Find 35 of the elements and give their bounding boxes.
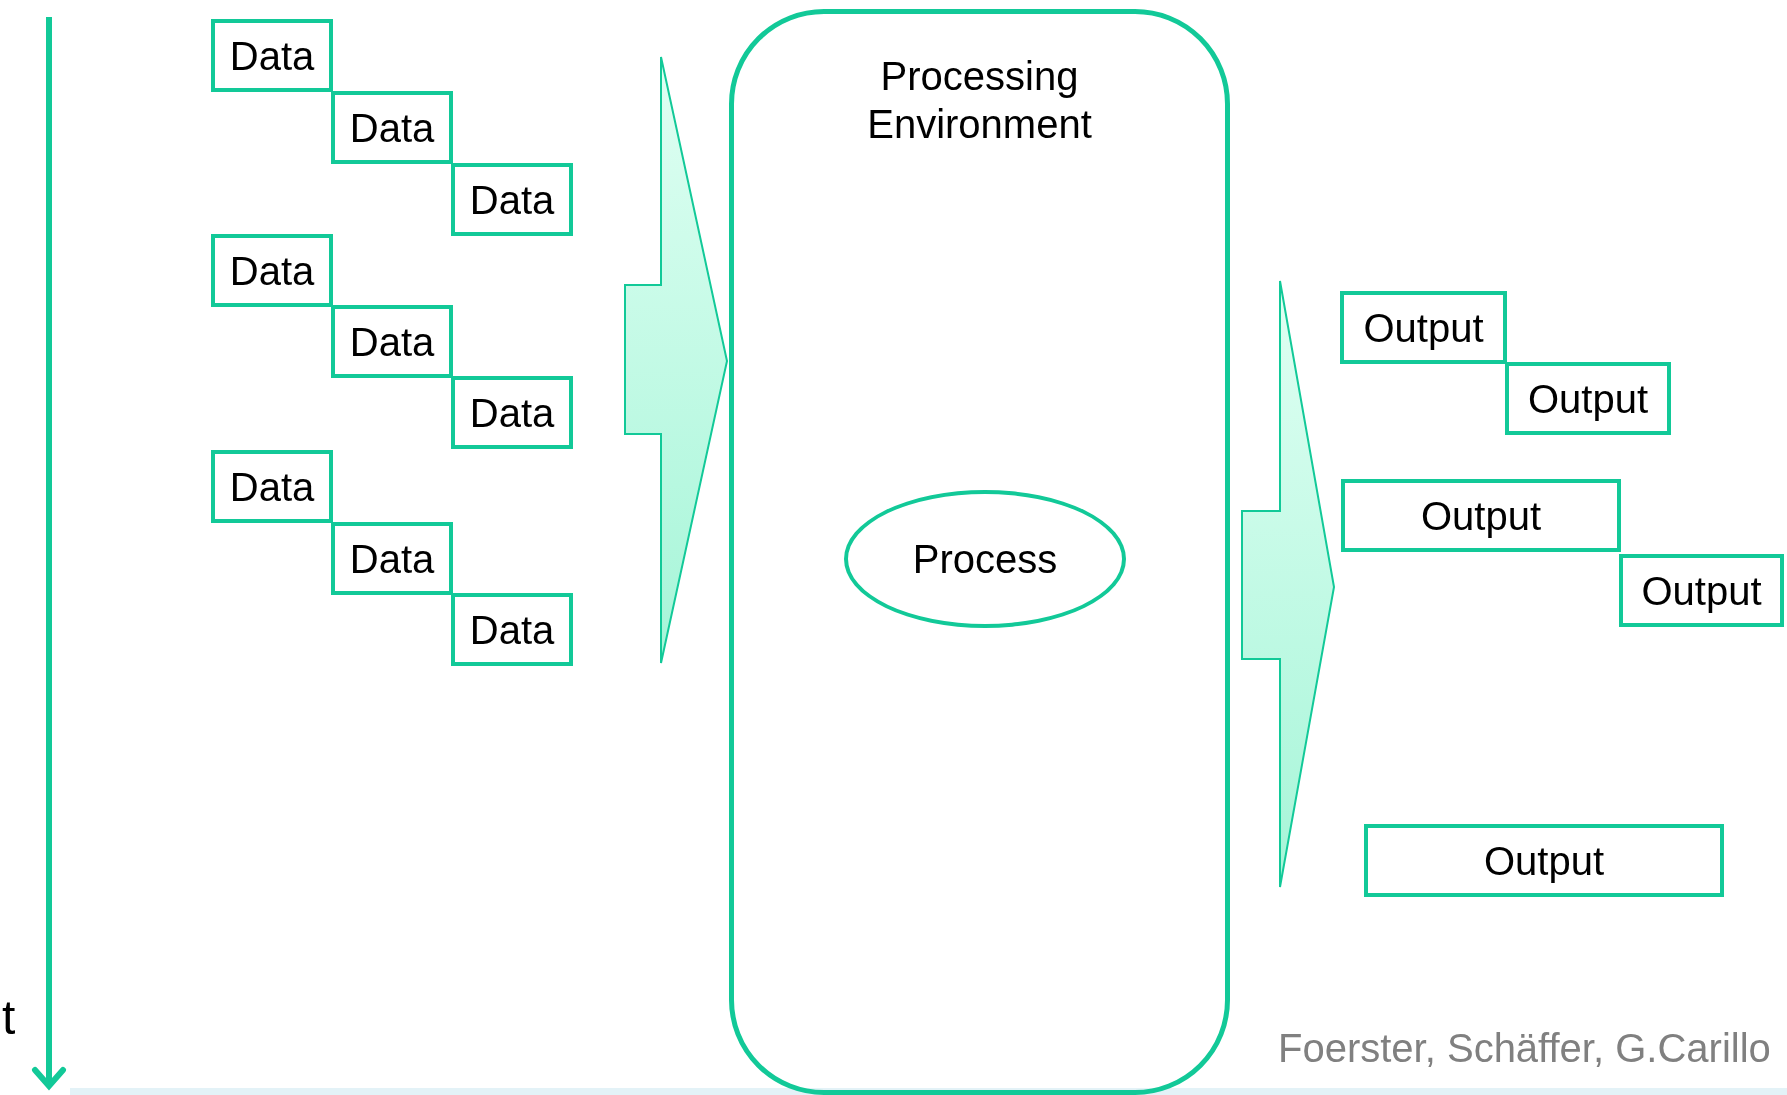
node-label: Data	[229, 464, 315, 509]
data-box	[451, 163, 573, 236]
data-box	[211, 234, 333, 307]
environment-panel	[729, 9, 1230, 1095]
node-label: Data	[349, 536, 435, 581]
node-label: Data	[229, 248, 315, 293]
node-label: Output	[1483, 838, 1605, 883]
data-box	[331, 91, 453, 164]
chevron-arrow	[1241, 280, 1335, 888]
node-label: Data	[469, 177, 555, 222]
node-label: Data	[349, 105, 435, 150]
output-box	[1364, 824, 1724, 897]
node-label: Data	[469, 607, 555, 652]
data-box	[331, 305, 453, 378]
node-label: Data	[469, 390, 555, 435]
source-credit: Foerster, Schäffer, G.Carillo	[1278, 1026, 1771, 1071]
node-label: Output	[1363, 305, 1484, 350]
panel-title: Processing Environment	[866, 53, 1093, 148]
node-label: Output	[1641, 568, 1762, 613]
node-label: Data	[229, 33, 315, 78]
data-box	[451, 593, 573, 666]
output-box	[1341, 479, 1621, 552]
data-box	[211, 19, 333, 92]
data-box	[211, 450, 333, 523]
axis-label: t	[2, 990, 16, 1045]
node-label: Data	[349, 319, 435, 364]
output-box	[1340, 291, 1507, 364]
node-label: Process	[912, 537, 1058, 581]
output-box	[1505, 362, 1671, 435]
data-box	[331, 522, 453, 595]
chevron-arrow	[624, 56, 729, 664]
data-box	[451, 376, 573, 449]
node-label: Output	[1527, 376, 1649, 421]
node-label: Output	[1420, 493, 1542, 538]
output-box	[1619, 554, 1784, 627]
